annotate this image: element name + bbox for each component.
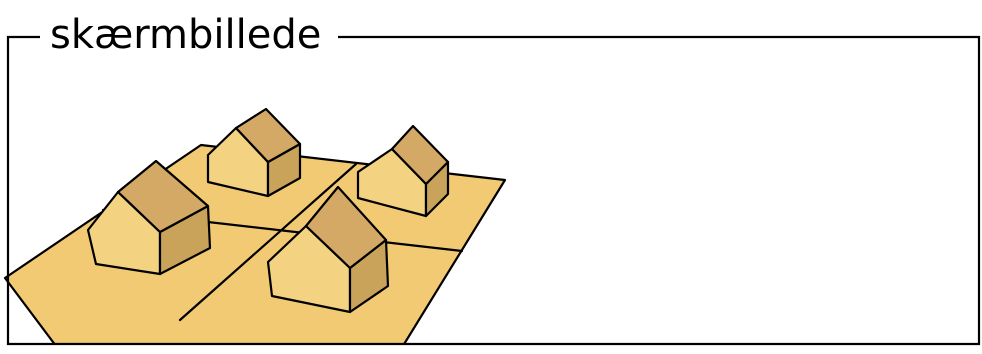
house-front-left bbox=[86, 159, 212, 276]
frame-border bbox=[6, 35, 981, 346]
house-back-right bbox=[356, 124, 450, 218]
frame-bottom-cover bbox=[0, 344, 982, 354]
house-back-left bbox=[206, 107, 302, 198]
frame-title: skærmbillede bbox=[50, 12, 321, 58]
house-front-right bbox=[266, 185, 390, 314]
plot-divider-vertical bbox=[178, 162, 358, 322]
